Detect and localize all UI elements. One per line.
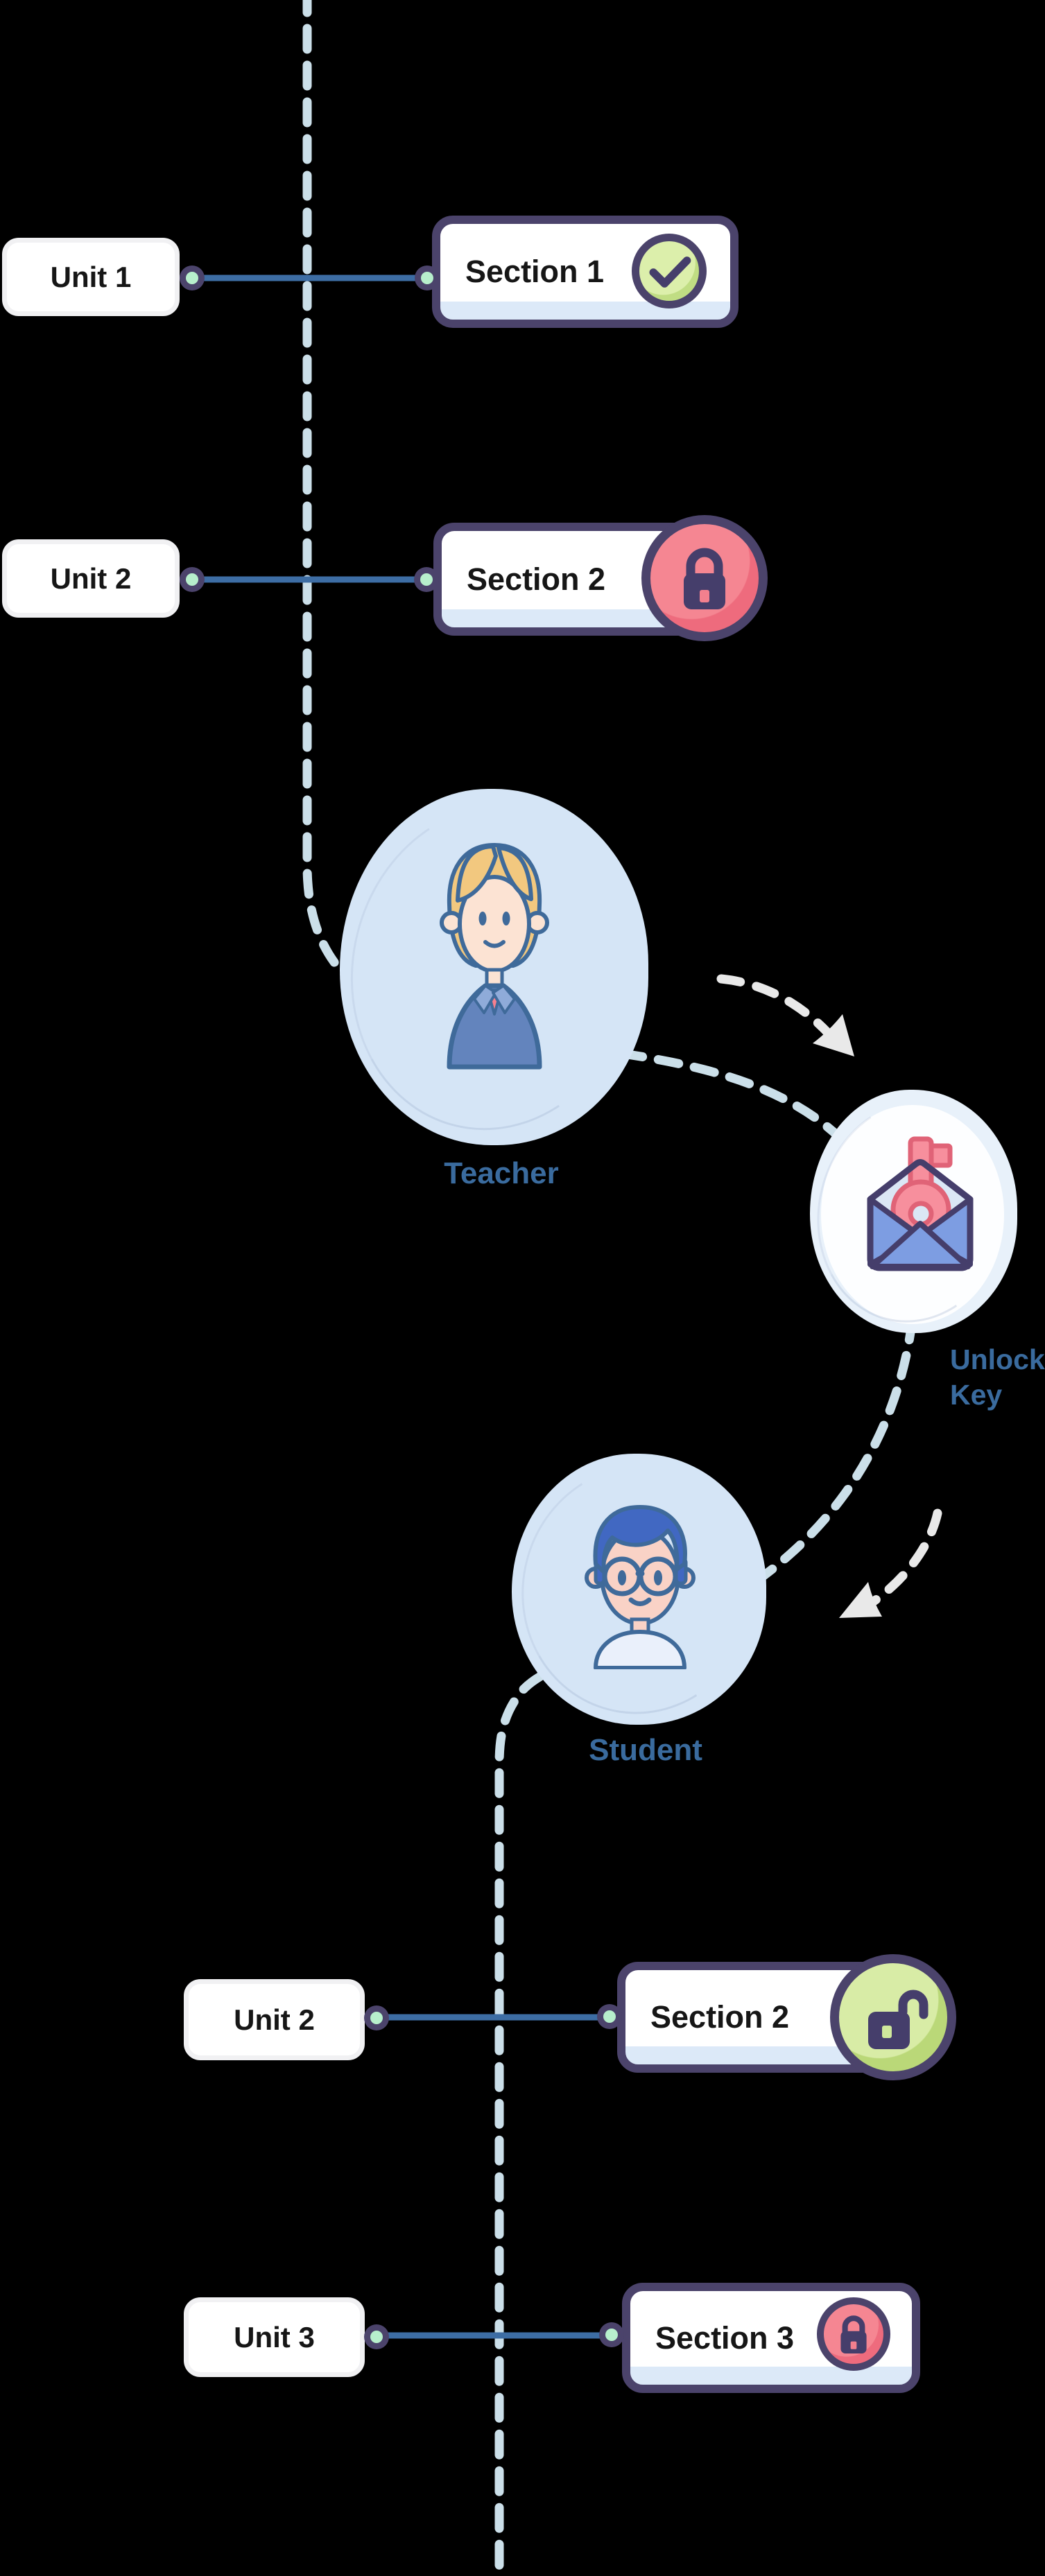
status-badge-locked [817, 2297, 890, 2371]
student-label: Student [589, 1733, 702, 1767]
unlock-key-blob-inner [821, 1105, 1004, 1324]
status-badge-complete [632, 234, 707, 308]
lock-icon [684, 548, 725, 609]
section-label: Section 1 [465, 254, 605, 289]
teacher-label: Teacher [444, 1156, 559, 1190]
connector-dot [597, 2004, 622, 2029]
teacher-blob [340, 789, 648, 1145]
dashed-arrow-key-to-student-icon [869, 1508, 942, 1606]
unit-label: Unit 1 [50, 260, 132, 293]
unlock-key-blob [810, 1090, 1017, 1333]
connector-dot [414, 567, 439, 592]
connector-dot [180, 567, 205, 592]
envelope-key-icon [867, 1136, 974, 1271]
unit-box: Unit 1 [2, 238, 180, 316]
lock-icon [840, 2315, 867, 2353]
unit-label: Unit 2 [50, 562, 132, 595]
connector-dot [599, 2322, 624, 2347]
dashed-progress-path [302, 0, 919, 2576]
connector-dot [364, 2324, 389, 2349]
section-label: Section 2 [650, 1999, 790, 2035]
connector-dot [364, 2005, 389, 2030]
check-icon [649, 256, 691, 288]
student-blob [512, 1454, 766, 1725]
connector-dot [415, 266, 440, 290]
student-avatar-icon [585, 1505, 696, 1669]
dashed-arrow-teacher-to-key-icon [716, 974, 833, 1038]
unlock-key-label: Unlock Key [950, 1343, 1045, 1411]
connector-dot [180, 266, 205, 290]
teacher-avatar-icon [440, 842, 549, 1070]
section-label: Section 3 [655, 2320, 795, 2356]
status-badge-unlocked [830, 1954, 956, 2080]
unit-label: Unit 2 [234, 2003, 315, 2036]
arrowhead-teacher-to-key-icon [813, 1014, 854, 1056]
arrowhead-key-to-student-icon [839, 1582, 882, 1618]
unit-box: Unit 2 [184, 1979, 365, 2060]
lock-open-icon [868, 1990, 929, 2049]
unit-box: Unit 3 [184, 2297, 365, 2377]
section-label: Section 2 [467, 561, 606, 597]
status-badge-locked [641, 515, 768, 641]
unit-box: Unit 2 [2, 539, 180, 618]
unit-label: Unit 3 [234, 2320, 315, 2353]
